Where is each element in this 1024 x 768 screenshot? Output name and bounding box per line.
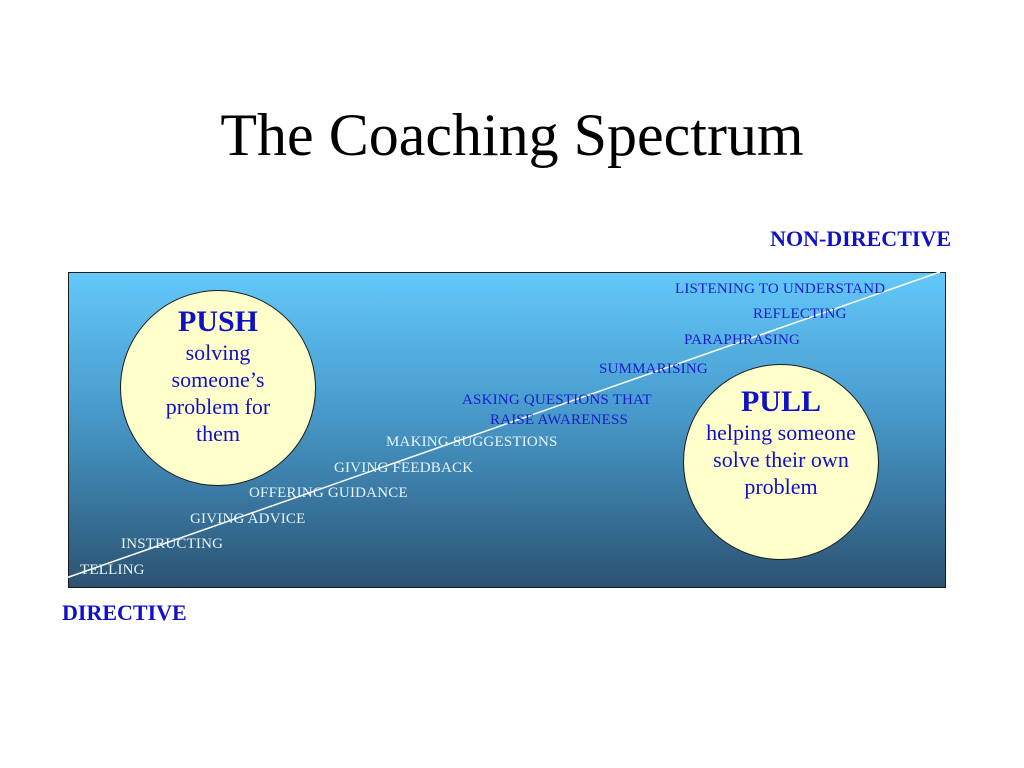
- push-bubble: PUSH solving someone’s problem for them: [120, 290, 316, 486]
- step-making-suggestions: MAKING SUGGESTIONS: [386, 434, 558, 450]
- step-offering-guidance: OFFERING GUIDANCE: [249, 485, 408, 501]
- step-telling: TELLING: [80, 562, 145, 578]
- pull-title: PULL: [740, 385, 821, 418]
- non-directive-label: NON-DIRECTIVE: [770, 226, 951, 251]
- step-reflecting: REFLECTING: [753, 306, 847, 322]
- step-asking-questions: ASKING QUESTIONS THAT: [462, 392, 652, 408]
- push-title: PUSH: [177, 305, 258, 338]
- step-summarising: SUMMARISING: [599, 361, 708, 377]
- slide-title: The Coaching Spectrum: [220, 102, 804, 168]
- spectrum-line-stroke: [65, 271, 941, 579]
- step-instructing: INSTRUCTING: [121, 536, 224, 552]
- step-giving-feedback: GIVING FEEDBACK: [334, 460, 474, 476]
- pull-description: helping someone solve their own problem: [706, 420, 856, 499]
- step-paraphrasing: PARAPHRASING: [684, 332, 801, 348]
- directive-label: DIRECTIVE: [62, 600, 187, 625]
- pull-bubble: PULL helping someone solve their own pro…: [683, 364, 879, 560]
- step-listening-to-understand: LISTENING TO UNDERSTAND: [675, 281, 886, 297]
- step-raise-awareness: RAISE AWARENESS: [490, 412, 629, 428]
- push-description: solving someone’s problem for them: [165, 340, 271, 446]
- step-giving-advice: GIVING ADVICE: [190, 511, 306, 527]
